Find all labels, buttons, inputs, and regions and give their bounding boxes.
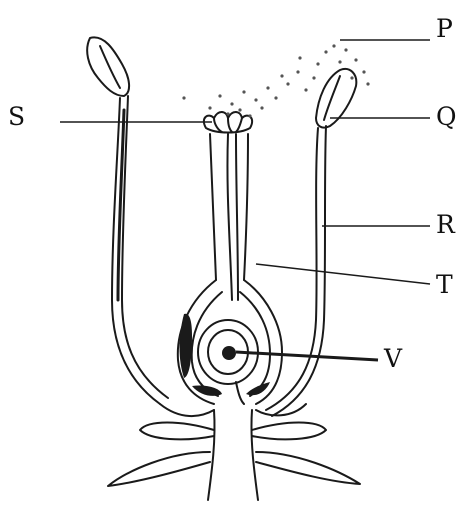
pollen-grains [182, 44, 369, 117]
ovary-inner-wall [192, 292, 270, 396]
style-left [210, 134, 216, 280]
egg-nucleus [222, 346, 236, 360]
stalk-right [251, 410, 258, 500]
right-sepal-lower [256, 452, 360, 484]
stalk-left [208, 410, 215, 500]
label-V: V [384, 346, 402, 371]
pollen-tube [227, 134, 232, 300]
label-R: R [436, 212, 455, 237]
left-filament-inner [122, 96, 168, 398]
left-sepal [140, 423, 214, 440]
micropyle [236, 382, 244, 404]
label-Q: Q [436, 104, 457, 129]
right-sepal [252, 423, 326, 440]
label-S: S [8, 104, 25, 129]
left-anther-line [100, 46, 120, 88]
label-T: T [436, 272, 453, 297]
right-filament-outer [266, 128, 318, 410]
left-sepal-lower [108, 452, 210, 486]
leader-T [256, 264, 430, 284]
style-right [244, 134, 248, 280]
receptacle [160, 404, 306, 416]
right-anther [316, 69, 356, 128]
label-P: P [436, 16, 453, 41]
